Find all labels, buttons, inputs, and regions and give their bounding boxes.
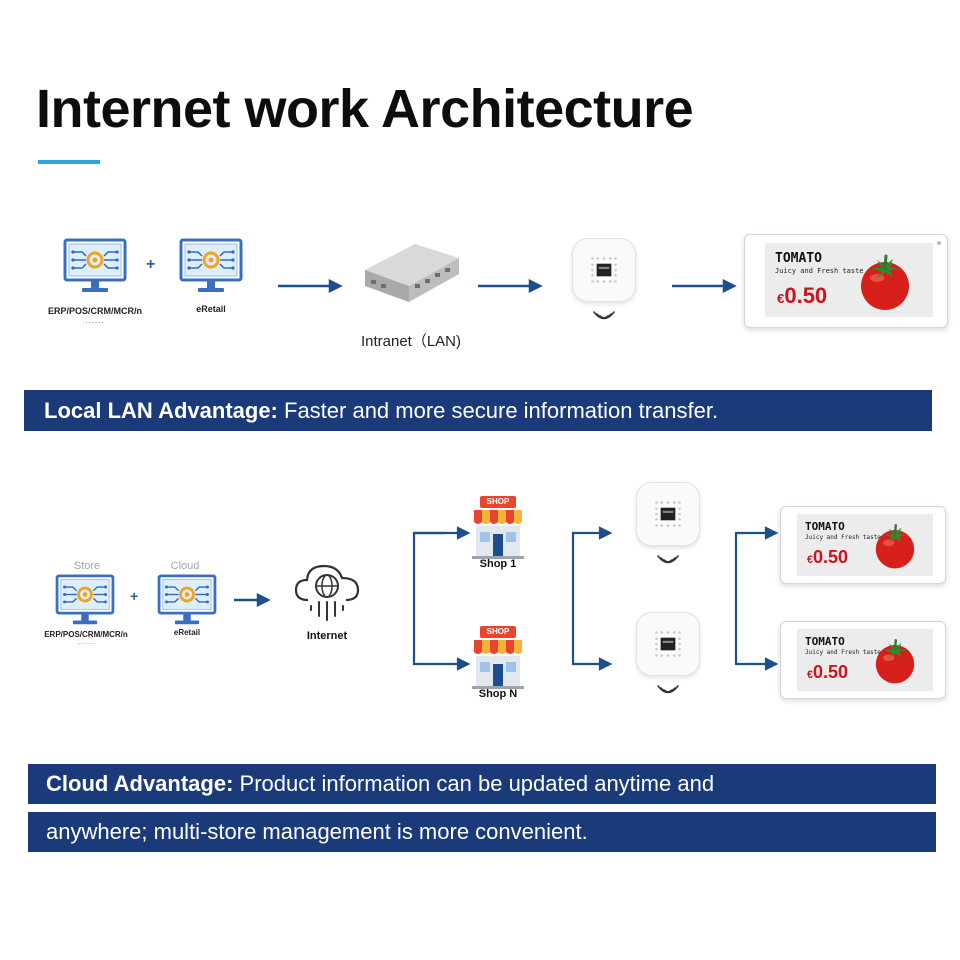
erp-systems-dots: ......	[85, 316, 105, 325]
esl-price-tag: TOMATO Juicy and Fresh taste €0.50	[744, 234, 948, 328]
tomato-icon	[871, 521, 919, 571]
cloud-banner-title: Cloud Advantage:	[46, 771, 234, 796]
product-price: €0.50	[777, 283, 828, 308]
shop-n-label: Shop N	[478, 688, 518, 700]
title-accent-line	[38, 160, 100, 164]
esl-price-tag-shop-n: TOMATO Juicy and Fresh taste €0.50	[780, 621, 946, 699]
erp-systems-dots-2: ......	[78, 639, 96, 646]
product-price: €0.50	[807, 547, 849, 567]
led-dot	[937, 241, 941, 245]
product-name: TOMATO	[805, 520, 845, 533]
access-point-shop-1	[636, 482, 700, 546]
eretail-label-2: eRetail	[173, 628, 201, 637]
access-point	[572, 238, 636, 302]
lan-banner-text: Faster and more secure information trans…	[277, 398, 719, 423]
shop-n-sign: SHOP	[486, 627, 510, 636]
wireless-signal-icon	[656, 554, 680, 570]
cloud-advantage-banner-line-2: anywhere; multi-store management is more…	[28, 812, 936, 852]
page-title: Internet work Architecture	[36, 79, 694, 139]
erp-systems-label: ERP/POS/CRM/MCR/n	[47, 306, 142, 316]
cloud-banner-text-2: anywhere; multi-store management is more…	[46, 819, 588, 844]
product-price: €0.50	[807, 662, 849, 682]
access-point-icon	[647, 493, 689, 535]
lan-banner-title: Local LAN Advantage:	[44, 398, 278, 423]
cloud-label: Cloud	[170, 560, 200, 572]
plus-sign: +	[146, 256, 156, 273]
product-name: TOMATO	[775, 251, 822, 266]
lan-switch-icon	[365, 244, 459, 302]
tomato-icon	[871, 636, 919, 686]
plus-sign-2: +	[130, 588, 139, 604]
internet-label: Internet	[306, 630, 348, 642]
erp-systems-label-2: ERP/POS/CRM/MCR/n	[44, 630, 128, 639]
store-label: Store	[73, 560, 101, 572]
cloud-banner-text-1: Product information can be updated anyti…	[233, 771, 715, 796]
product-desc: Juicy and Fresh taste	[805, 649, 881, 656]
cloud-advantage-banner-line-1: Cloud Advantage: Product information can…	[28, 764, 936, 804]
shop-1-label: Shop 1	[479, 558, 517, 570]
shop-1-sign: SHOP	[486, 497, 510, 506]
product-name: TOMATO	[805, 635, 845, 648]
esl-price-tag-shop-1: TOMATO Juicy and Fresh taste €0.50	[780, 506, 946, 584]
lan-advantage-banner: Local LAN Advantage: Faster and more sec…	[24, 390, 932, 431]
internet-cloud-icon	[294, 564, 360, 621]
eretail-label: eRetail	[196, 304, 226, 314]
access-point-icon	[647, 623, 689, 665]
wireless-signal-icon	[656, 684, 680, 700]
access-point-shop-n	[636, 612, 700, 676]
product-desc: Juicy and Fresh taste	[775, 267, 864, 275]
product-desc: Juicy and Fresh taste	[805, 534, 881, 541]
intranet-label: Intranet（LAN)	[360, 333, 462, 350]
